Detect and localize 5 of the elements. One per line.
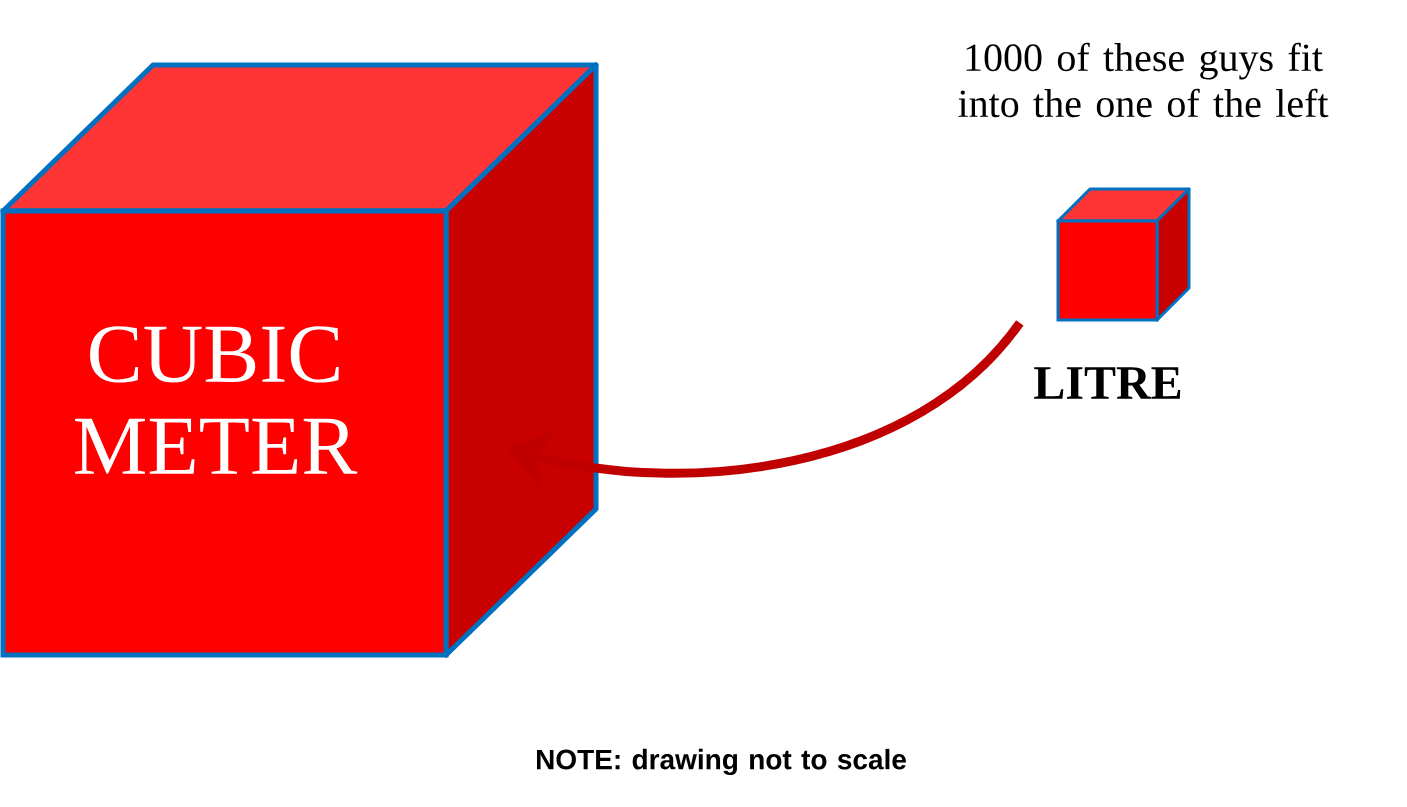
node-label: LITRE: [1034, 367, 1181, 399]
cube-drawing: LITRE: [1034, 187, 1191, 399]
note-text: NOTE: drawing not to scale: [537, 748, 906, 776]
cube-drawing: CUBIC METER: [0, 62, 599, 658]
caption-text: 1000 of these guys fit into the one of the left: [958, 42, 1329, 118]
